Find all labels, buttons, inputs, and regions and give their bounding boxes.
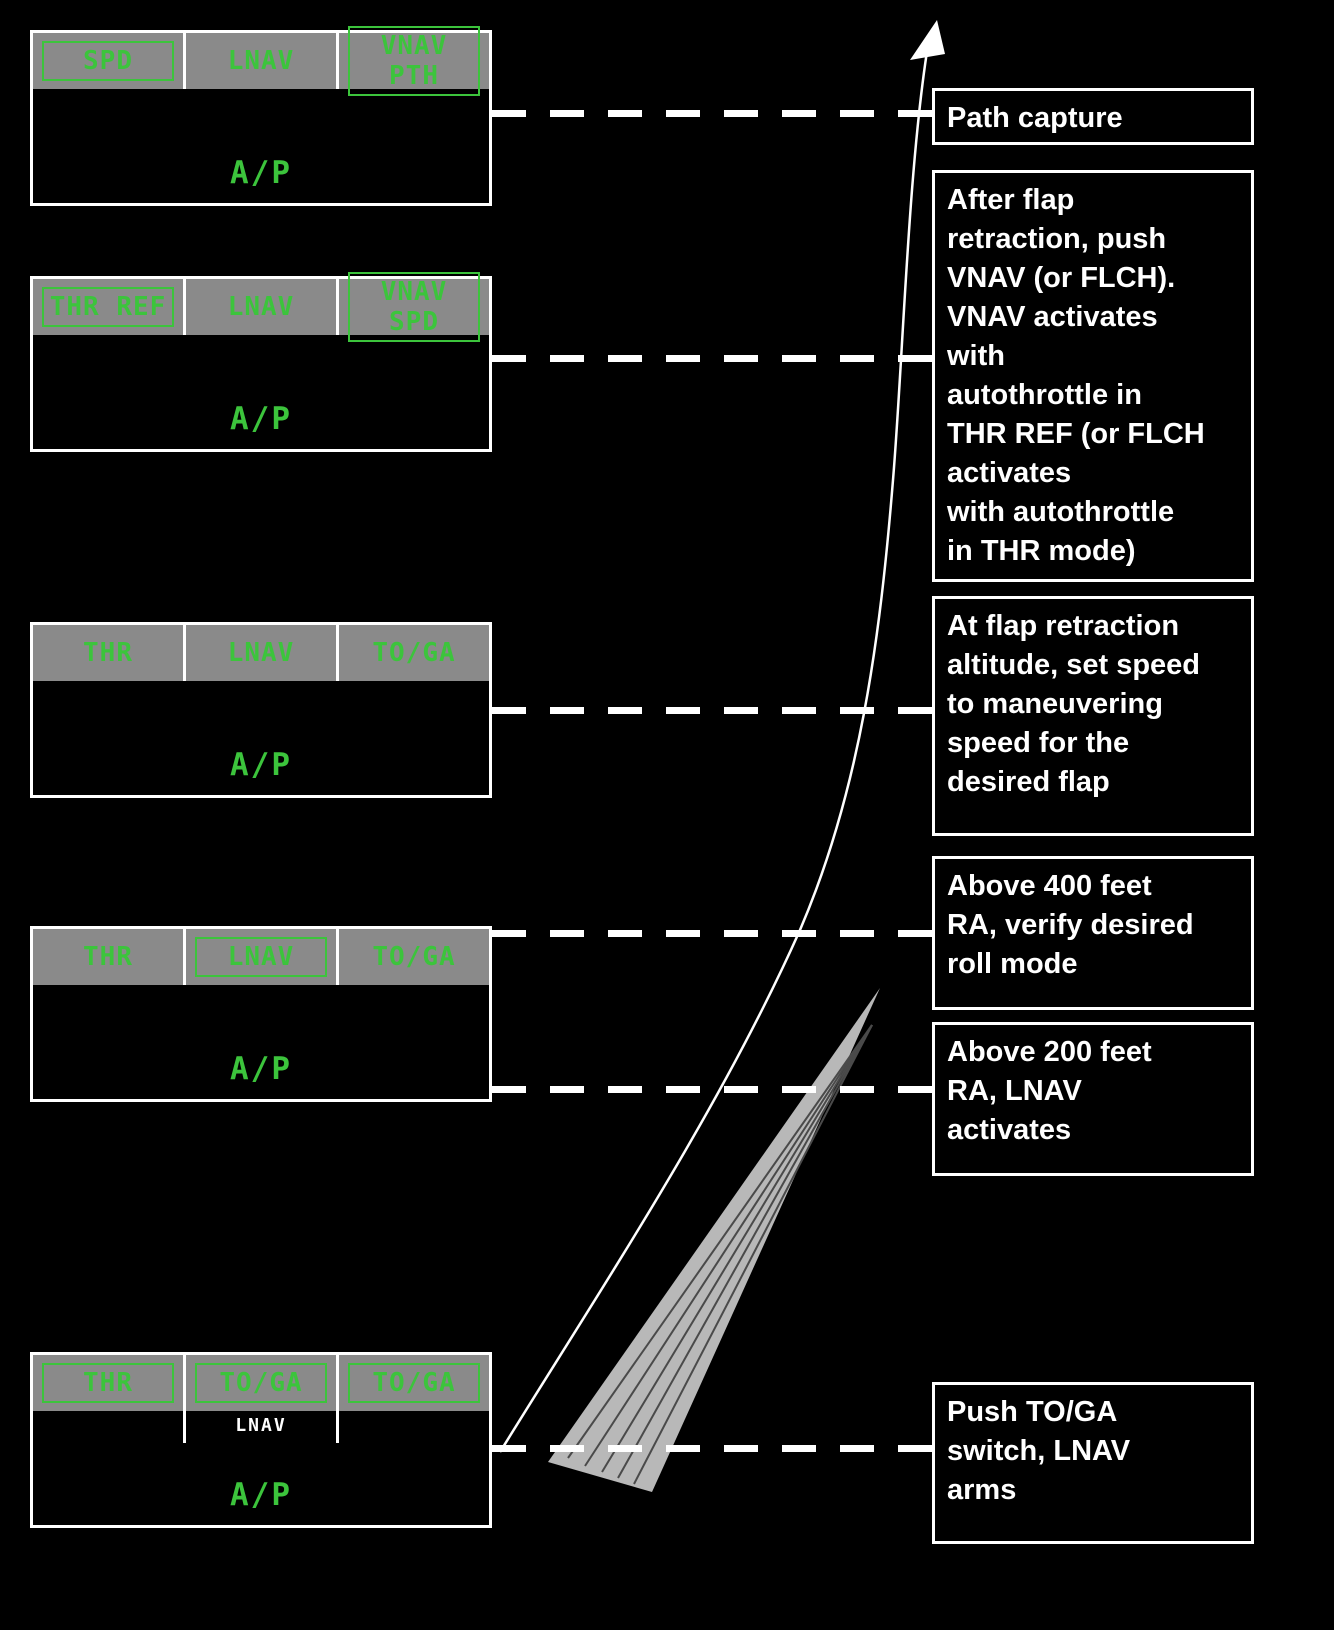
roll-mode-cell: LNAV — [186, 279, 339, 335]
pitch-mode-cell: TO/GA — [339, 1355, 489, 1411]
flight-path-arrowhead — [910, 20, 945, 60]
autothrottle-mode-cell: THR — [33, 625, 186, 681]
roll-mode: LNAV — [227, 292, 295, 322]
fma-box-flap-retraction: THR LNAV TO/GA A/P — [30, 622, 492, 798]
autopilot-status-label: A/P — [230, 747, 292, 783]
autothrottle-armed-cell — [33, 1411, 186, 1443]
autothrottle-mode-cell: SPD — [33, 33, 186, 89]
runway-marking-line — [633, 1024, 873, 1485]
roll-mode: TO/GA — [195, 1363, 327, 1403]
dashed-leader-line-200ft — [492, 1086, 932, 1093]
dashed-leader-line-path-capture — [492, 110, 932, 117]
pitch-mode: VNAV SPD — [348, 272, 480, 342]
fma-mode-strip: SPD LNAV VNAV PTH — [33, 26, 489, 96]
note-400ft-roll-mode: Above 400 feet RA, verify desired roll m… — [932, 856, 1254, 1010]
autothrottle-mode: THR — [42, 1363, 174, 1403]
autothrottle-mode-cell: THR REF — [33, 279, 186, 335]
pitch-armed-cell — [339, 1411, 489, 1443]
pitch-mode: TO/GA — [372, 942, 456, 972]
note-vnav-push: After flap retraction, push VNAV (or FLC… — [932, 170, 1254, 582]
autothrottle-mode-cell: THR — [33, 929, 186, 985]
roll-mode-cell: TO/GA — [186, 1355, 339, 1411]
runway-shape — [548, 988, 880, 1492]
dashed-leader-line-toga — [492, 1445, 932, 1452]
roll-mode: LNAV — [227, 638, 295, 668]
autopilot-status-label: A/P — [230, 1051, 292, 1087]
pitch-mode-cell: VNAV PTH — [339, 26, 489, 96]
roll-mode-cell: LNAV — [186, 625, 339, 681]
roll-mode-cell: LNAV — [186, 33, 339, 89]
fma-box-vnav-engage: THR REF LNAV VNAV SPD A/P — [30, 272, 492, 452]
dashed-leader-line-flap-retraction — [492, 707, 932, 714]
note-path-capture: Path capture — [932, 88, 1254, 145]
autopilot-status-label: A/P — [230, 155, 292, 191]
fma-mode-strip: THR TO/GA TO/GA — [33, 1355, 489, 1411]
roll-mode: LNAV — [227, 46, 295, 76]
pitch-mode-cell: TO/GA — [339, 625, 489, 681]
pitch-mode: VNAV PTH — [348, 26, 480, 96]
fma-mode-strip: THR LNAV TO/GA — [33, 929, 489, 985]
pitch-mode-cell: VNAV SPD — [339, 272, 489, 342]
note-toga-push: Push TO/GA switch, LNAV arms — [932, 1382, 1254, 1544]
autothrottle-mode: THR — [83, 942, 133, 972]
armed-roll-mode: LNAV — [235, 1415, 287, 1436]
pitch-mode: TO/GA — [372, 638, 456, 668]
note-200ft-lnav: Above 200 feet RA, LNAV activates — [932, 1022, 1254, 1176]
dashed-leader-line-vnav — [492, 355, 932, 362]
fma-box-lnav-active: THR LNAV TO/GA A/P — [30, 926, 492, 1102]
dashed-leader-line-400ft — [492, 930, 932, 937]
fma-box-takeoff: THR TO/GA TO/GA LNAV A/P — [30, 1352, 492, 1528]
roll-armed-cell: LNAV — [186, 1411, 339, 1443]
flight-path-curve — [498, 44, 930, 1453]
fma-box-path-capture: SPD LNAV VNAV PTH A/P — [30, 26, 492, 206]
pitch-mode: TO/GA — [348, 1363, 480, 1403]
autothrottle-mode: SPD — [42, 41, 174, 81]
roll-mode-cell: LNAV — [186, 929, 339, 985]
fma-mode-strip: THR LNAV TO/GA — [33, 625, 489, 681]
autothrottle-mode-cell: THR — [33, 1355, 186, 1411]
autothrottle-mode: THR REF — [42, 287, 174, 327]
pitch-mode-cell: TO/GA — [339, 929, 489, 985]
fma-mode-strip: THR REF LNAV VNAV SPD — [33, 272, 489, 342]
fma-armed-row: LNAV — [33, 1411, 489, 1443]
note-flap-retraction: At flap retraction altitude, set speed t… — [932, 596, 1254, 836]
autopilot-status-label: A/P — [230, 401, 292, 437]
roll-mode: LNAV — [195, 937, 327, 977]
autopilot-status-label: A/P — [230, 1477, 292, 1513]
autothrottle-mode: THR — [83, 638, 133, 668]
